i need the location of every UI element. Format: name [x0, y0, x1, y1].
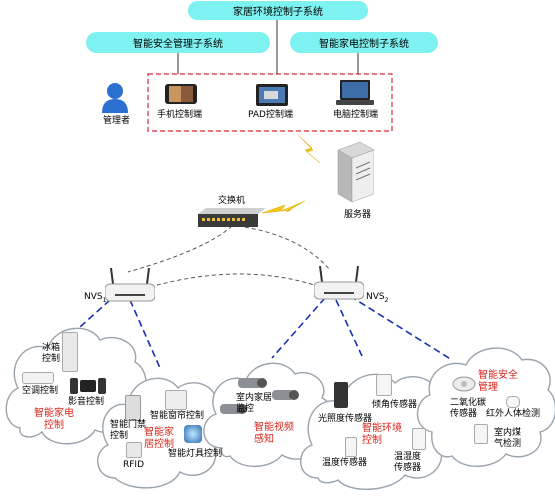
nvs1-text: NVS	[84, 292, 103, 302]
tilt-sensor-icon	[376, 374, 392, 396]
av-control-label: 影音控制	[68, 397, 105, 407]
link-nvs1-home	[129, 299, 161, 369]
nvs2-label: NVS2	[366, 292, 388, 306]
nvs2-subscript: 2	[384, 296, 389, 304]
co2-sensor-label: 二氧化碳 传感器	[450, 398, 487, 419]
switch-icon	[198, 208, 266, 227]
fridge-icon	[62, 332, 78, 372]
link-nvs1-nvs2	[149, 273, 315, 288]
appliance-cloud-title: 智能家电 控制	[34, 408, 74, 431]
ir-sensor-icon	[506, 396, 520, 408]
appliance-subsystem-title: 智能家电控制子系统	[319, 39, 409, 50]
light-sensor-label: 光照度传感器	[318, 414, 373, 424]
nvs1-label: NVS1	[84, 292, 106, 306]
laptop-icon	[336, 80, 374, 105]
link-nvs2-env	[335, 299, 363, 357]
bolt-icon-terminal	[297, 134, 321, 164]
ir-detection-label: 红外人体检测	[486, 409, 541, 419]
tilt-sensor-label: 倾角传感器	[372, 400, 418, 410]
nvs1-subscript: 1	[102, 296, 107, 304]
top-system-title: 家居环境控制子系统	[233, 7, 323, 18]
phone-icon	[165, 84, 197, 104]
server-label: 服务器	[344, 210, 372, 220]
curtain-control-label: 智能窗帘控制	[150, 411, 205, 421]
admin-person-icon	[102, 83, 128, 113]
appliance-subsystem-pill: 智能家电控制子系统	[290, 32, 438, 53]
air-conditioner-icon	[22, 372, 54, 384]
ac-control-label: 空调控制	[22, 386, 59, 396]
door-access-label: 智能门禁 控制	[110, 420, 147, 441]
nvs1-router-icon	[105, 268, 155, 302]
server-icon	[337, 141, 374, 203]
link-switch-nvs2	[237, 225, 331, 271]
camera-icon-3	[220, 404, 247, 414]
rfid-label: RFID	[123, 460, 145, 470]
admin-label: 管理者	[103, 116, 131, 126]
curtain-switch-icon	[165, 390, 187, 410]
rfid-reader-icon	[126, 442, 142, 458]
cloud-video	[203, 362, 334, 467]
speaker-left-icon	[70, 378, 78, 394]
safety-subsystem-pill: 智能安全管理子系统	[86, 32, 270, 53]
env-cloud-title: 智能环境 控制	[362, 423, 402, 446]
video-cloud-title: 智能视频 感知	[254, 422, 294, 445]
nvs2-router-icon	[314, 266, 364, 300]
safety-subsystem-title: 智能安全管理子系统	[133, 39, 223, 50]
link-nvs2-safety	[349, 295, 453, 361]
tv-icon	[80, 380, 96, 392]
pc-terminal-label: 电脑控制端	[333, 110, 379, 120]
light-fixture-icon	[184, 425, 202, 443]
indoor-monitor-label: 室内家居 监控	[236, 393, 273, 414]
safety-cloud-title: 智能安全 管理	[478, 370, 518, 393]
pad-icon	[256, 84, 288, 106]
humidity-sensor-icon	[412, 428, 426, 450]
light-control-label: 智能灯具控制	[168, 449, 223, 459]
light-sensor-icon	[334, 382, 348, 408]
phone-terminal-label: 手机控制端	[157, 110, 203, 120]
temp-sensor-icon	[345, 437, 357, 457]
pad-terminal-label: PAD控制端	[248, 110, 293, 120]
temp-sensor-label: 温度传感器	[322, 458, 368, 468]
cloud-safety	[416, 347, 555, 467]
speaker-right-icon	[98, 378, 106, 394]
co2-sensor-icon	[452, 376, 476, 392]
link-switch-nvs1	[127, 225, 233, 273]
door-access-icon	[125, 395, 141, 421]
home-cloud-title: 智能家 居控制	[144, 427, 174, 450]
switch-label: 交换机	[218, 196, 246, 206]
fridge-control-label: 冰箱 控制	[42, 343, 61, 364]
gas-detection-label: 室内煤 气检测	[494, 428, 522, 449]
nvs2-text: NVS	[366, 292, 385, 302]
camera-icon-2	[272, 390, 299, 400]
terminal-box	[147, 73, 393, 132]
camera-icon-1	[238, 378, 267, 388]
gas-detector-icon	[474, 424, 488, 444]
link-nvs2-video	[271, 297, 326, 359]
humidity-sensor-label: 温湿度 传感器	[394, 452, 422, 473]
bolt-icon-switch	[261, 200, 306, 214]
top-system-pill: 家居环境控制子系统	[188, 1, 368, 20]
